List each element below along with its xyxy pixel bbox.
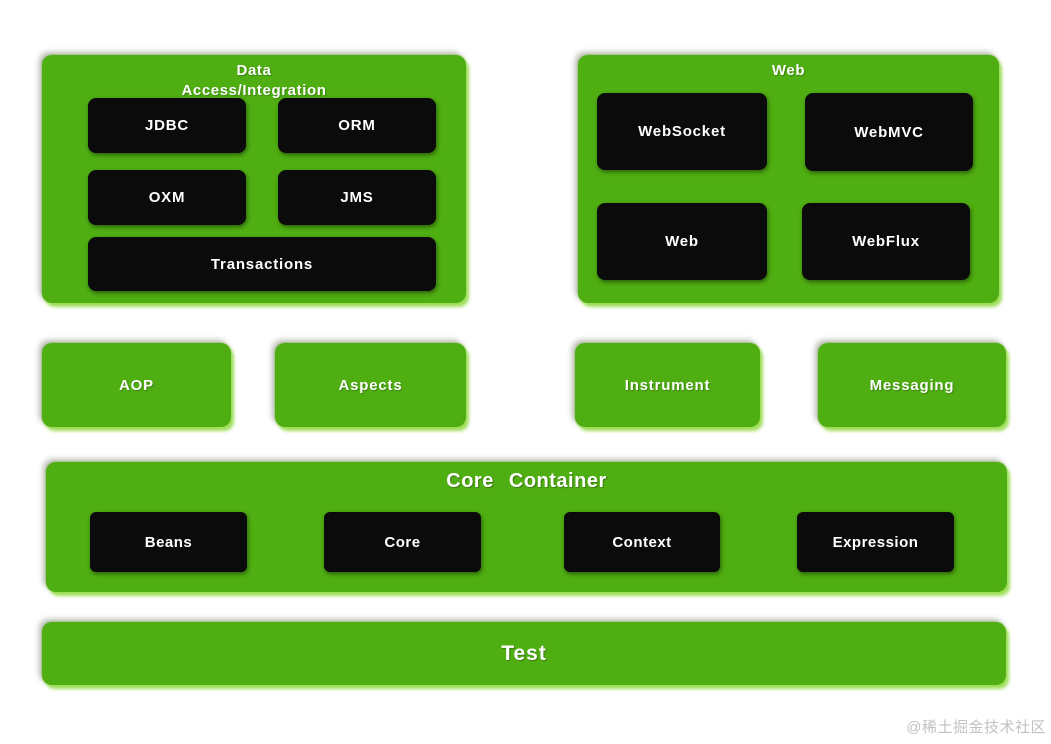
module-core: Core: [324, 512, 481, 572]
module-jdbc: JDBC: [88, 98, 246, 153]
module-websocket: WebSocket: [597, 93, 767, 170]
panel-data-access-title-line1: Data: [236, 62, 272, 79]
panel-core-container-title: Core Container: [446, 470, 607, 492]
module-jms: JMS: [278, 170, 436, 225]
module-webmvc: WebMVC: [805, 93, 973, 171]
panel-test: Test: [42, 622, 1006, 685]
block-messaging: Messaging: [818, 343, 1006, 427]
panel-web: Web WebSocket WebMVC Web WebFlux: [578, 55, 999, 303]
module-web: Web: [597, 203, 767, 280]
module-beans: Beans: [90, 512, 247, 572]
block-aspects: Aspects: [275, 343, 466, 427]
module-context: Context: [564, 512, 720, 572]
module-webflux: WebFlux: [802, 203, 970, 280]
panel-data-access-title-line2: Access/Integration: [181, 81, 327, 99]
panel-data-access-title: Data Access/Integration: [42, 55, 466, 101]
block-instrument: Instrument: [575, 343, 760, 427]
block-aop: AOP: [42, 343, 231, 427]
panel-web-title: Web: [771, 62, 806, 79]
panel-data-access-integration: Data Access/Integration JDBC ORM OXM JMS…: [42, 55, 466, 303]
module-expression: Expression: [797, 512, 954, 572]
module-transactions: Transactions: [88, 237, 436, 291]
module-orm: ORM: [278, 98, 436, 153]
module-oxm: OXM: [88, 170, 246, 225]
panel-core-container: Core Container Beans Core Context Expres…: [46, 462, 1007, 592]
watermark-text: @稀土掘金技术社区: [906, 719, 1046, 736]
